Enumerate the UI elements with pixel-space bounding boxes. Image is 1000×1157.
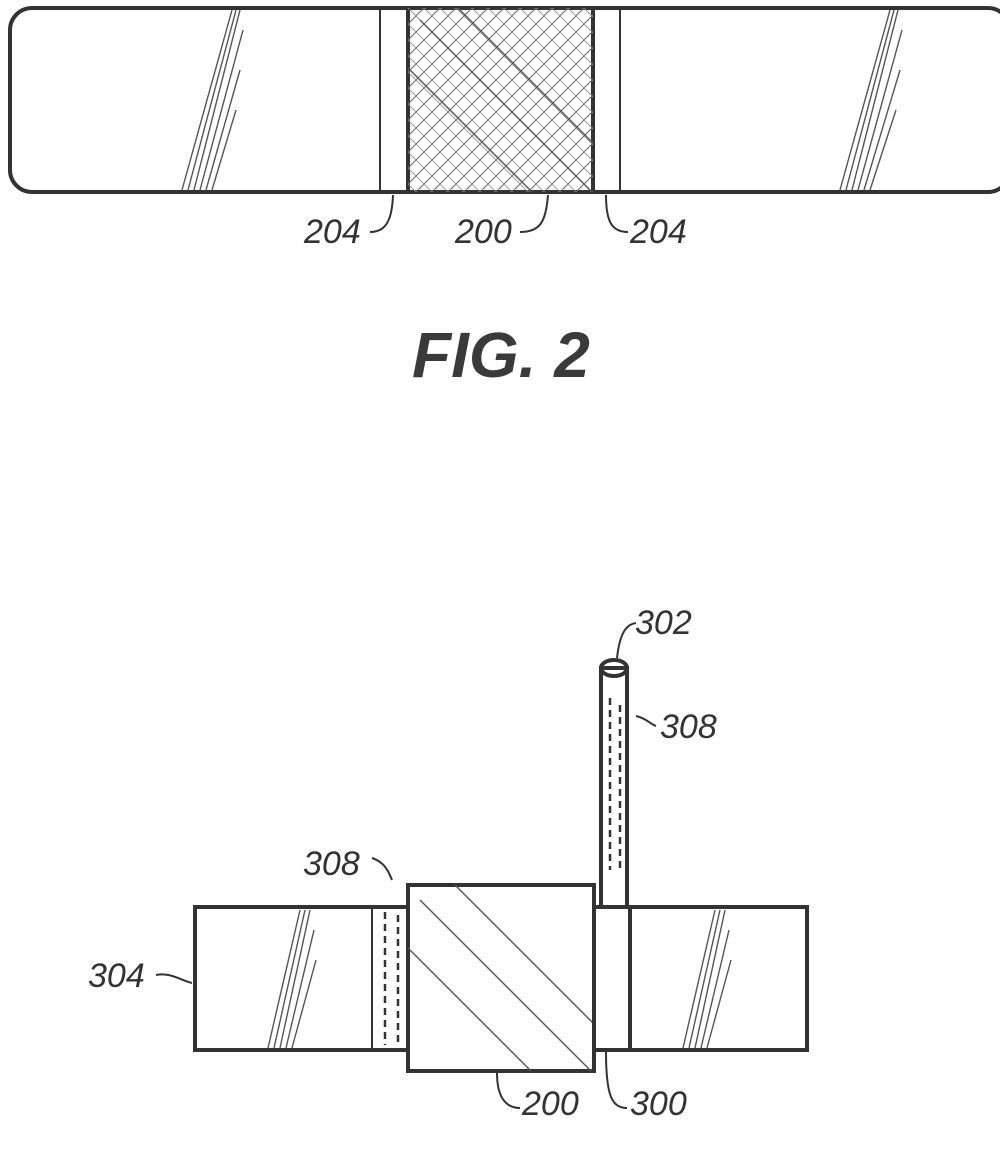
fig2-leader-core — [519, 194, 549, 233]
fig3-label-tube-marks: 308 — [660, 708, 717, 746]
fig3-tube-tip — [599, 658, 629, 678]
fig3-leader-tube-marks — [635, 715, 657, 727]
fig2-label-core: 200 — [454, 213, 512, 251]
fig3-tube-marks — [608, 698, 622, 870]
fig2-leader-right-seal — [605, 194, 629, 233]
fig3-label-right-band: 300 — [630, 1085, 687, 1123]
fig3-left-marks — [383, 912, 400, 1045]
fig3-core-diagonal-hatching — [408, 885, 594, 1071]
fig2-right-shading — [839, 9, 903, 191]
fig3-label-left-body: 304 — [88, 957, 145, 995]
fig2-core-diagonal-hatching — [408, 8, 593, 192]
fig3-label-left-marks: 308 — [303, 845, 360, 883]
fig3-tube — [599, 666, 629, 909]
fig2-leader-left-seal — [369, 194, 394, 233]
fig3-left-shading — [267, 909, 317, 1049]
fig3-assembly: 302 308 308 304 200 300 — [88, 604, 809, 1123]
fig3-leader-left-body — [155, 973, 193, 984]
fig2-label-left-seal: 204 — [303, 213, 361, 251]
fig3-label-core: 200 — [521, 1085, 579, 1123]
fig2-assembly: 204 200 204 — [8, 6, 1000, 251]
fig3-right-shading — [682, 909, 732, 1049]
fig3-label-tube-tip: 302 — [635, 604, 692, 642]
fig3-right-body — [628, 905, 809, 1052]
fig3-leader-right-band — [605, 1051, 628, 1109]
fig3-right-band — [592, 905, 632, 1052]
fig2-label-right-seal: 204 — [629, 213, 687, 251]
fig2-left-shading — [181, 9, 244, 191]
fig3-leader-left-marks — [371, 857, 393, 881]
fig3-core — [406, 883, 596, 1073]
figure-caption: FIG. 2 — [412, 319, 590, 391]
fig3-leader-tube-tip — [616, 622, 637, 659]
fig3-leader-core — [496, 1072, 521, 1109]
